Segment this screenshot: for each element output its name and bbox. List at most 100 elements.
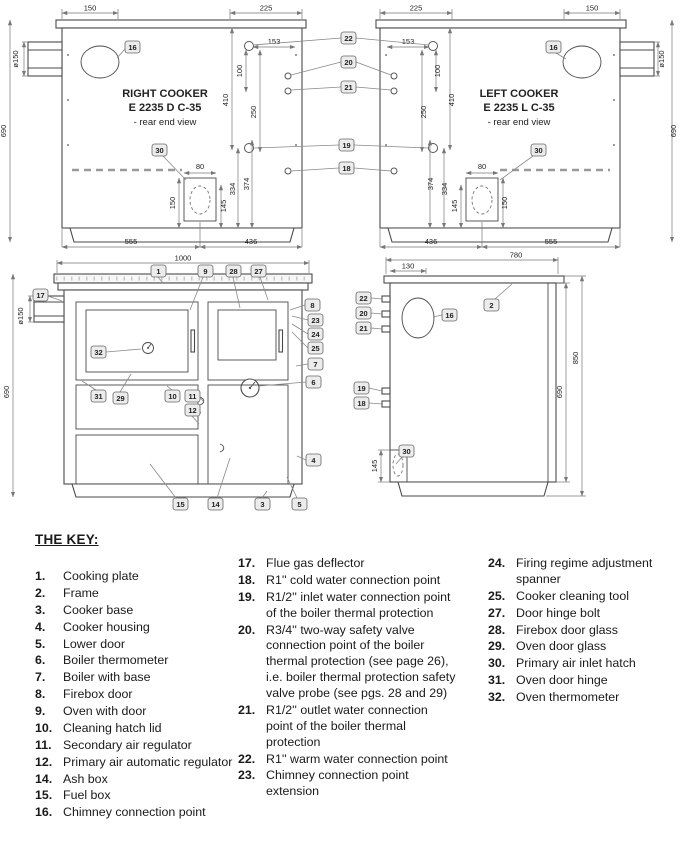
callout-3: 3	[254, 497, 271, 511]
safety-valve-connection	[390, 72, 398, 80]
boiler-thermometer	[240, 378, 260, 398]
svg-text:27: 27	[254, 267, 262, 276]
dim-label: 130	[402, 262, 415, 271]
svg-text:31: 31	[94, 392, 102, 401]
dim-label: 150	[500, 197, 509, 210]
key-item-number: 21.	[238, 702, 256, 717]
key-item-text: Secondary air regulator	[63, 737, 192, 752]
svg-text:18: 18	[357, 399, 365, 408]
svg-text:11: 11	[189, 392, 197, 401]
callout-7: 7	[307, 357, 324, 371]
cooker-base	[71, 483, 295, 498]
oven-door-handle	[190, 329, 196, 353]
svg-text:22: 22	[359, 294, 367, 303]
side-outline	[381, 275, 565, 497]
rear-view-left-cooker: LEFT COOKER E 2235 L C-35 - rear end vie…	[375, 4, 678, 250]
callout-20: 20	[340, 55, 357, 69]
view-title-line3: - rear end view	[134, 117, 197, 128]
key-item-number: 22.	[238, 751, 256, 766]
front-and-side-views-drawing: 1000 ø150 690 17 1 9 28 27 8	[2, 252, 586, 511]
dim-label: 145	[450, 200, 459, 213]
dim-label: 1000	[175, 254, 192, 263]
dim-label: 334	[228, 183, 237, 196]
dim-label-diameter: ø150	[16, 307, 25, 324]
key-item: 28. Firebox door glass	[488, 623, 678, 639]
key-item: 21. R1/2'' outlet water connection point…	[238, 703, 458, 751]
svg-text:6: 6	[311, 378, 315, 387]
callout-25: 25	[307, 341, 324, 355]
dim-label: 555	[125, 237, 138, 246]
key-item: 3. Cooker base	[35, 603, 238, 619]
svg-text:21: 21	[344, 83, 352, 92]
warm-water-connection	[244, 41, 254, 51]
key-item-number: 24.	[488, 556, 506, 570]
key-item-text: R1'' cold water connection point	[266, 572, 441, 587]
cooker-housing	[63, 289, 303, 485]
key-item-text: Chimney connection point extension	[266, 768, 409, 799]
outlet-water-stub	[381, 325, 391, 333]
key-item-text: Fuel box	[63, 788, 111, 803]
rear-left-dimensions: 225 150 153 410 100 250 ø150 690 80	[379, 4, 678, 250]
key-item-text: Lower door	[63, 636, 125, 651]
rear-right-title: RIGHT COOKER E 2235 D C-35 - rear end vi…	[122, 88, 208, 128]
dim-label-diameter: ø150	[657, 50, 666, 67]
dim-label: 80	[478, 162, 486, 171]
key-item-number: 28.	[488, 622, 506, 637]
svg-text:19: 19	[342, 141, 350, 150]
key-item-text: R3/4'' two-way safety valve connection p…	[266, 622, 456, 701]
key-item-number: 11.	[35, 737, 52, 752]
key-item-text: Primary air inlet hatch	[516, 656, 636, 671]
callout-30: 30	[530, 143, 547, 157]
key-item-text: R1/2'' outlet water connection point of …	[266, 702, 428, 749]
outlet-water-connection	[284, 87, 292, 95]
key-item-number: 15.	[35, 788, 53, 803]
key-item: 1. Cooking plate	[35, 569, 238, 585]
shared-rear-callouts: 22 20 21 19 18	[252, 31, 430, 175]
key-item-number: 14.	[35, 771, 53, 786]
key-item: 20. R3/4'' two-way safety valve connecti…	[238, 623, 458, 702]
outlet-water-connection	[390, 87, 398, 95]
key-item-text: Cooking plate	[63, 569, 139, 583]
callout-17: 17	[32, 288, 49, 302]
dim-label: 80	[196, 162, 204, 171]
dim-label: 100	[235, 65, 244, 78]
callout-23: 23	[307, 313, 324, 327]
key-item-text: Boiler with base	[63, 670, 151, 685]
oven-door	[75, 301, 199, 381]
dim-label: 410	[221, 94, 230, 107]
rear-right-callouts: 16 30	[116, 40, 187, 181]
key-item: 16. Chimney connection point	[35, 805, 238, 821]
view-title-line3: - rear end view	[488, 117, 551, 128]
dim-label: 334	[440, 183, 449, 196]
key-item-number: 18.	[238, 572, 256, 587]
dim-label: 250	[419, 106, 428, 119]
key-item: 27. Door hinge bolt	[488, 606, 678, 622]
key-item: 5. Lower door	[35, 637, 238, 653]
svg-text:12: 12	[188, 406, 196, 415]
callout-21: 21	[340, 80, 357, 94]
key-item-text: Oven thermometer	[516, 690, 620, 704]
fuel-box	[75, 434, 199, 485]
key-item-text: Cooker cleaning tool	[516, 588, 629, 603]
callout-24: 24	[307, 327, 324, 341]
key-item: 6. Boiler thermometer	[35, 653, 238, 669]
key-item-text: Chimney connection point	[63, 805, 206, 820]
firebox-door-glass	[217, 309, 277, 361]
oven-door-glass	[85, 309, 189, 373]
callout-8: 8	[304, 298, 321, 312]
key-heading: THE KEY:	[35, 532, 99, 547]
inlet-water-stub	[381, 387, 391, 395]
dim-label: 150	[586, 4, 599, 13]
key-item-text: Flue gas deflector	[266, 556, 365, 570]
view-title-line2: E 2235 L C-35	[483, 102, 554, 114]
svg-text:28: 28	[229, 267, 237, 276]
key-column-3: 24. Firing regime adjustment spanner 25.…	[488, 556, 678, 707]
callout-22: 22	[340, 31, 357, 45]
frame	[57, 282, 309, 291]
dim-label: 410	[447, 94, 456, 107]
key-item: 25. Cooker cleaning tool	[488, 589, 678, 605]
callout-31: 31	[90, 389, 107, 403]
front-callouts: 17 1 9 28 27 8 23 24 25 7 6	[32, 264, 324, 511]
key-item: 2. Frame	[35, 586, 238, 602]
key-item-number: 2.	[35, 585, 46, 600]
